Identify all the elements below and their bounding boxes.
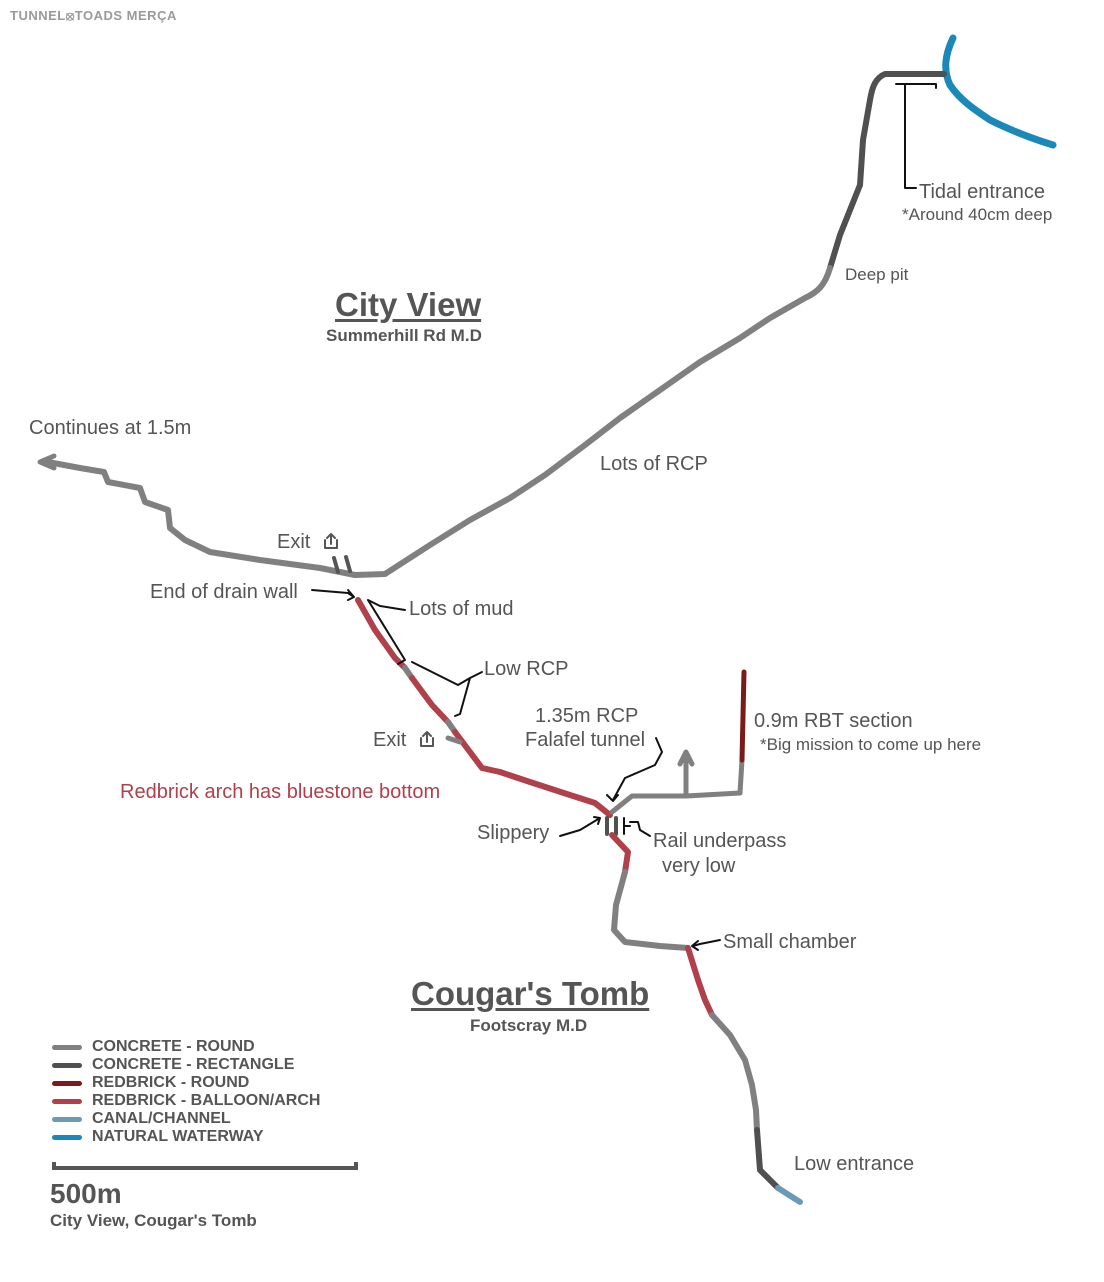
deep-pit-label: Deep pit	[845, 265, 909, 284]
legend-item: NATURAL WATERWAY	[52, 1128, 320, 1146]
legend: CONCRETE - ROUND CONCRETE - RECTANGLE RE…	[52, 1038, 320, 1146]
lots-of-rcp-label: Lots of RCP	[600, 453, 708, 475]
canal-channel	[775, 1185, 803, 1205]
falafel-arrow	[606, 737, 663, 802]
exit-text: Exit	[277, 531, 311, 553]
falafel-label: Falafel tunnel	[525, 729, 646, 751]
legend-label: CONCRETE - ROUND	[92, 1038, 255, 1055]
scale-bar	[52, 1162, 358, 1170]
rail-underpass	[605, 816, 618, 836]
exit-label-north: Exit	[277, 532, 340, 552]
redbrick-arch-upper	[355, 597, 408, 671]
exit-text-2: Exit	[373, 729, 407, 751]
legend-swatch	[52, 1044, 82, 1050]
lots-of-mud-bracket	[367, 599, 406, 665]
exit-icon	[419, 731, 434, 747]
end-of-drain-wall-label: End of drain wall	[150, 581, 298, 603]
natural-waterway	[942, 34, 1057, 149]
tidal-note-label: *Around 40cm deep	[902, 205, 1053, 224]
concrete-round-west	[45, 459, 358, 578]
rail-bracket	[623, 817, 651, 837]
arrow-left-icon	[37, 453, 57, 471]
tidal-bracket	[895, 83, 937, 189]
end-drain-wall-arrow	[311, 589, 355, 601]
concrete-rectangle-north	[827, 71, 947, 271]
very-low-label: very low	[662, 855, 736, 877]
redbrick-arch-mid	[409, 675, 451, 725]
concrete-round-main	[352, 265, 833, 578]
small-chamber-label: Small chamber	[723, 931, 857, 953]
arrow-up-icon	[677, 749, 695, 767]
redbrick-note-label: Redbrick arch has bluestone bottom	[120, 781, 441, 803]
brand-logo: TUNNEL⦻TOADS MERÇA	[10, 8, 177, 23]
legend-label: CANAL/CHANNEL	[92, 1110, 231, 1127]
exit-icon	[323, 533, 338, 549]
concrete-round-falafel	[609, 757, 745, 815]
city-view-subtitle: Summerhill Rd M.D	[326, 326, 482, 345]
exit-stub	[332, 555, 352, 574]
slippery-arrow	[559, 816, 601, 837]
legend-label: CONCRETE - RECTANGLE	[92, 1056, 295, 1073]
legend-swatch	[52, 1098, 82, 1104]
continues-label: Continues at 1.5m	[29, 417, 192, 439]
rbt-section-label: 0.9m RBT section	[754, 710, 913, 732]
legend-item: CONCRETE - ROUND	[52, 1038, 320, 1056]
low-rcp-label: Low RCP	[484, 658, 569, 680]
legend-label: REDBRICK - ROUND	[92, 1074, 250, 1091]
concrete-round-to-low-entrance	[709, 1012, 760, 1133]
rbt-note-label: *Big mission to come up here	[760, 735, 982, 754]
exit-stub-2	[445, 735, 463, 745]
legend-swatch	[52, 1080, 82, 1086]
low-entrance-label: Low entrance	[794, 1153, 915, 1175]
rcp-135-label: 1.35m RCP	[535, 705, 639, 727]
legend-label: NATURAL WATERWAY	[92, 1128, 264, 1145]
legend-swatch	[52, 1134, 82, 1140]
legend-item: CONCRETE - RECTANGLE	[52, 1056, 320, 1074]
slippery-label: Slippery	[477, 822, 550, 844]
exit-label-south: Exit	[373, 730, 436, 750]
legend-item: REDBRICK - BALLOON/ARCH	[52, 1092, 320, 1110]
redbrick-south	[609, 832, 631, 875]
scale-caption: City View, Cougar's Tomb	[50, 1211, 257, 1230]
redbrick-small-chamber	[685, 945, 715, 1018]
concrete-rectangle-south	[754, 1127, 781, 1191]
legend-label: REDBRICK - BALLOON/ARCH	[92, 1092, 321, 1109]
legend-swatch	[52, 1116, 82, 1122]
small-chamber-arrow	[691, 939, 721, 951]
city-view-title: City View	[335, 286, 482, 323]
concrete-south	[611, 869, 691, 951]
cougars-tomb-subtitle: Footscray M.D	[470, 1016, 588, 1035]
low-rcp-bracket	[411, 661, 483, 717]
cougars-tomb-title: Cougar's Tomb	[411, 975, 650, 1012]
legend-swatch	[52, 1062, 82, 1068]
rail-underpass-label: Rail underpass	[653, 830, 787, 852]
scale-label: 500m	[50, 1178, 122, 1209]
legend-item: CANAL/CHANNEL	[52, 1110, 320, 1128]
legend-item: REDBRICK - ROUND	[52, 1074, 320, 1092]
tidal-entrance-label: Tidal entrance	[919, 181, 1045, 203]
redbrick-arch-lower	[452, 729, 613, 818]
lots-of-mud-label: Lots of mud	[409, 598, 514, 620]
redbrick-round-rbt	[739, 669, 747, 763]
